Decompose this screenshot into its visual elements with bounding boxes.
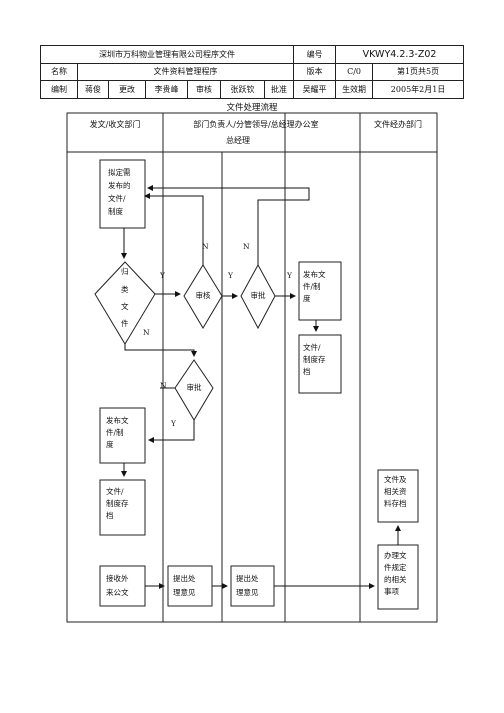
archive-right-text-2: 制度存 <box>303 354 326 364</box>
store-text-2: 相关资 <box>384 486 407 496</box>
archive-left-text-2: 制度存 <box>106 498 129 508</box>
archive-left-text-1: 文件/ <box>106 486 124 496</box>
handle-text-3: 的相关 <box>384 574 407 584</box>
archive-right-text-1: 文件/ <box>303 342 321 352</box>
publish-left-text-2: 件/制 <box>106 427 124 437</box>
yes-label-2: Y <box>227 271 234 280</box>
publish-right-text-1: 发布文 <box>303 269 326 279</box>
publish-document-box-left <box>99 407 146 464</box>
opinion-box-2 <box>230 565 275 607</box>
handle-text-4: 事项 <box>384 586 399 596</box>
handle-text-2: 件规定 <box>384 562 407 572</box>
opinion2-text-2: 理意见 <box>236 587 259 597</box>
archive-left-text-3: 档 <box>106 510 114 520</box>
col4-header: 文件经办部门 <box>374 119 422 129</box>
draft-text-4: 制度 <box>108 206 123 216</box>
draft-text-2: 发布的 <box>108 180 131 190</box>
arrow-approve2-yes-to-publish <box>148 420 195 443</box>
draft-text-1: 拟定需 <box>108 167 131 177</box>
arrow-classify-no-to-approve2 <box>124 344 197 357</box>
draft-text-3: 文件/ <box>108 193 126 203</box>
opinion1-text-1: 提出处 <box>173 573 196 583</box>
col1-header: 发文/收文部门 <box>90 119 141 129</box>
publish-left-text-3: 度 <box>106 439 114 449</box>
chart-title: 文件处理流程 <box>226 103 278 113</box>
publish-right-text-3: 度 <box>303 293 311 303</box>
handle-text-1: 办理文 <box>384 550 407 560</box>
effective-value: 2005年2月1日 <box>372 80 465 99</box>
opinion-box-1 <box>167 565 213 607</box>
store-text-3: 料存档 <box>384 498 407 508</box>
store-documents-box <box>377 469 419 523</box>
classify-text-2: 类 <box>121 284 129 294</box>
col2-header-line1: 部门负责人/分管领导/总经理办公室 <box>193 119 318 129</box>
publish-right-text-2: 件/制 <box>303 281 321 291</box>
arrow-review-no-return <box>144 193 204 265</box>
receive-external-document-box <box>99 565 146 607</box>
review-text: 审核 <box>196 290 211 300</box>
approve1-text: 审批 <box>251 290 266 300</box>
yes-label-3: Y <box>286 271 293 280</box>
col2-header-line2: 总经理 <box>226 135 250 145</box>
no-label-3: N <box>143 328 150 337</box>
no-label-2: N <box>243 242 250 251</box>
review-diamond <box>183 264 223 329</box>
receive-text-1: 接收外 <box>106 573 129 583</box>
swimlane-grid <box>66 112 438 623</box>
store-text-1: 文件及 <box>384 474 407 484</box>
archive-document-box-right <box>298 334 342 394</box>
no-label-1: N <box>202 242 209 251</box>
arrow-approve-no-return <box>147 185 310 265</box>
approve-label: 批准 <box>263 80 295 99</box>
archive-right-text-3: 档 <box>303 366 311 376</box>
classify-text-3: 文 <box>121 301 129 311</box>
approve-diamond-1 <box>240 263 276 330</box>
publish-left-text-1: 发布文 <box>106 415 129 425</box>
yes-label-1: Y <box>159 271 166 280</box>
approve2-text: 审批 <box>187 382 202 392</box>
no-label-4: N <box>160 381 167 390</box>
opinion2-text-1: 提出处 <box>236 573 259 583</box>
revise-value: 李贵峰 <box>145 80 188 99</box>
outer-frame <box>66 112 438 623</box>
opinion1-text-2: 理意见 <box>173 587 196 597</box>
document-header: 深圳市万科物业管理有限公司程序文件 编号 VKWY4.2.3-Z02 名称 文件… <box>39 45 465 99</box>
classify-text-1: 归 <box>121 266 129 276</box>
archive-document-box-left <box>99 479 146 536</box>
yes-label-4: Y <box>170 419 177 428</box>
receive-text-2: 来公文 <box>106 587 129 597</box>
publish-document-box-right <box>298 261 342 321</box>
classify-text-4: 件 <box>121 318 129 328</box>
review-label: 审核 <box>187 80 221 99</box>
